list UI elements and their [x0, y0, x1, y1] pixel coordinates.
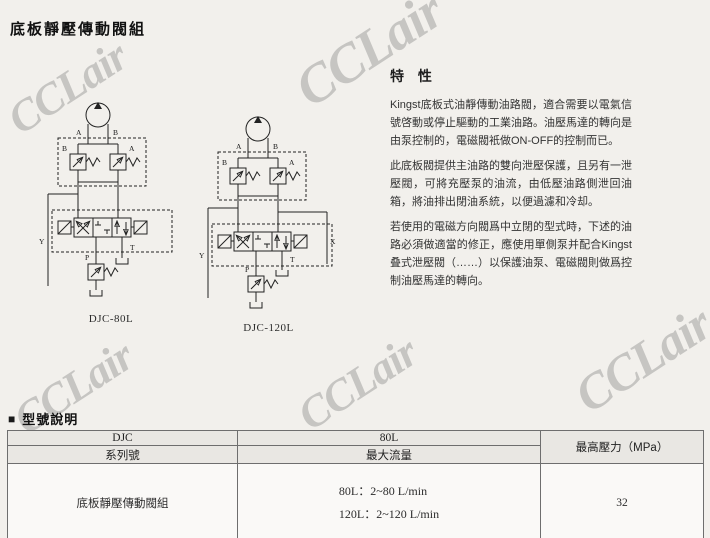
tank-symbol — [89, 290, 103, 297]
table-header-max-flow-label: 最大流量 — [237, 445, 541, 464]
port-label: T — [290, 255, 295, 264]
relief-valve-bottom — [247, 275, 279, 309]
model-section-heading: ■ 型號說明 — [8, 409, 78, 428]
figure-caption-djc-120l: DJC-120L — [243, 322, 294, 334]
motor-symbol — [245, 116, 271, 152]
motor-symbol — [85, 102, 111, 138]
port-label: P — [245, 265, 249, 274]
port-label: A — [129, 144, 135, 153]
table-header-max-pressure: 最高壓力（MPa） — [540, 430, 704, 464]
features-heading: 特 性 — [390, 68, 437, 84]
directional-valve — [211, 223, 333, 267]
port-label: Y — [39, 237, 45, 246]
port-label: B — [113, 128, 118, 137]
cell-series-name: 底板靜壓傳動閥組 — [7, 463, 238, 538]
port-label: A — [236, 142, 242, 151]
relief-valve-block — [217, 151, 307, 201]
port-label: A — [289, 158, 295, 167]
tank-symbol — [249, 302, 263, 309]
relief-valve-bottom — [87, 263, 119, 297]
watermark: CCLair — [289, 327, 426, 440]
figure-djc-120l: A B B A — [196, 112, 341, 334]
model-table: DJC 80L 最高壓力（MPa） 系列號 最大流量 底板靜壓傳動閥組 80L：… — [7, 430, 704, 538]
features-paragraph: Kingst底板式油靜傳動油路閥，適合需要以電氣信號啓動或停止驅動的工業油路。油… — [390, 99, 632, 147]
port-label: B — [273, 142, 278, 151]
cell-flow-values: 80L：2~80 L/min 120L：2~120 L/min — [237, 463, 541, 538]
cell-max-pressure: 32 — [540, 463, 704, 538]
flow-80l: 80L：2~80 L/min — [338, 484, 428, 498]
port-label: X — [330, 237, 336, 246]
port-label: Y — [199, 251, 205, 260]
table-row: 底板靜壓傳動閥組 80L：2~80 L/min 120L：2~120 L/min… — [7, 463, 704, 538]
port-label: T — [130, 243, 135, 252]
port-label: P — [85, 253, 89, 262]
features-paragraph: 此底板閥提供主油路的雙向泄壓保護，且另有一泄壓閥，可將充壓泵的油流，由低壓油路側… — [390, 160, 632, 208]
figure-caption-djc-80l: DJC-80L — [88, 313, 134, 325]
table-header-series-label: 系列號 — [7, 445, 238, 464]
port-label: B — [62, 144, 67, 153]
features-paragraph: 若使用的電磁方向閥爲中立閉的型式時，下述的油路必須做適當的修正，應使用單側泵并配… — [390, 221, 632, 287]
port-label: B — [222, 158, 227, 167]
model-section-title: 型號說明 — [22, 412, 79, 427]
watermark: CCLair — [564, 294, 710, 424]
features-section: 特 性 Kingst底板式油靜傳動油路閥，適合需要以電氣信號啓動或停止驅動的工業… — [390, 66, 632, 297]
tank-symbol — [115, 258, 129, 265]
page-title: 底板靜壓傳動閥組 — [10, 21, 147, 39]
hydraulic-schematic-djc-120l: A B B A — [199, 116, 336, 309]
table-header-size-code: 80L — [237, 430, 541, 446]
port-label: A — [76, 128, 82, 137]
table-header-series-code: DJC — [7, 430, 238, 446]
relief-valve-block — [57, 137, 147, 187]
hydraulic-schematic-djc-80l: A B B A — [39, 102, 173, 297]
flow-120l: 120L：2~120 L/min — [338, 507, 440, 521]
square-bullet-icon: ■ — [8, 411, 17, 426]
directional-valve — [51, 209, 173, 253]
tank-symbol — [275, 270, 289, 277]
figure-djc-80l: A B B A — [36, 98, 186, 325]
